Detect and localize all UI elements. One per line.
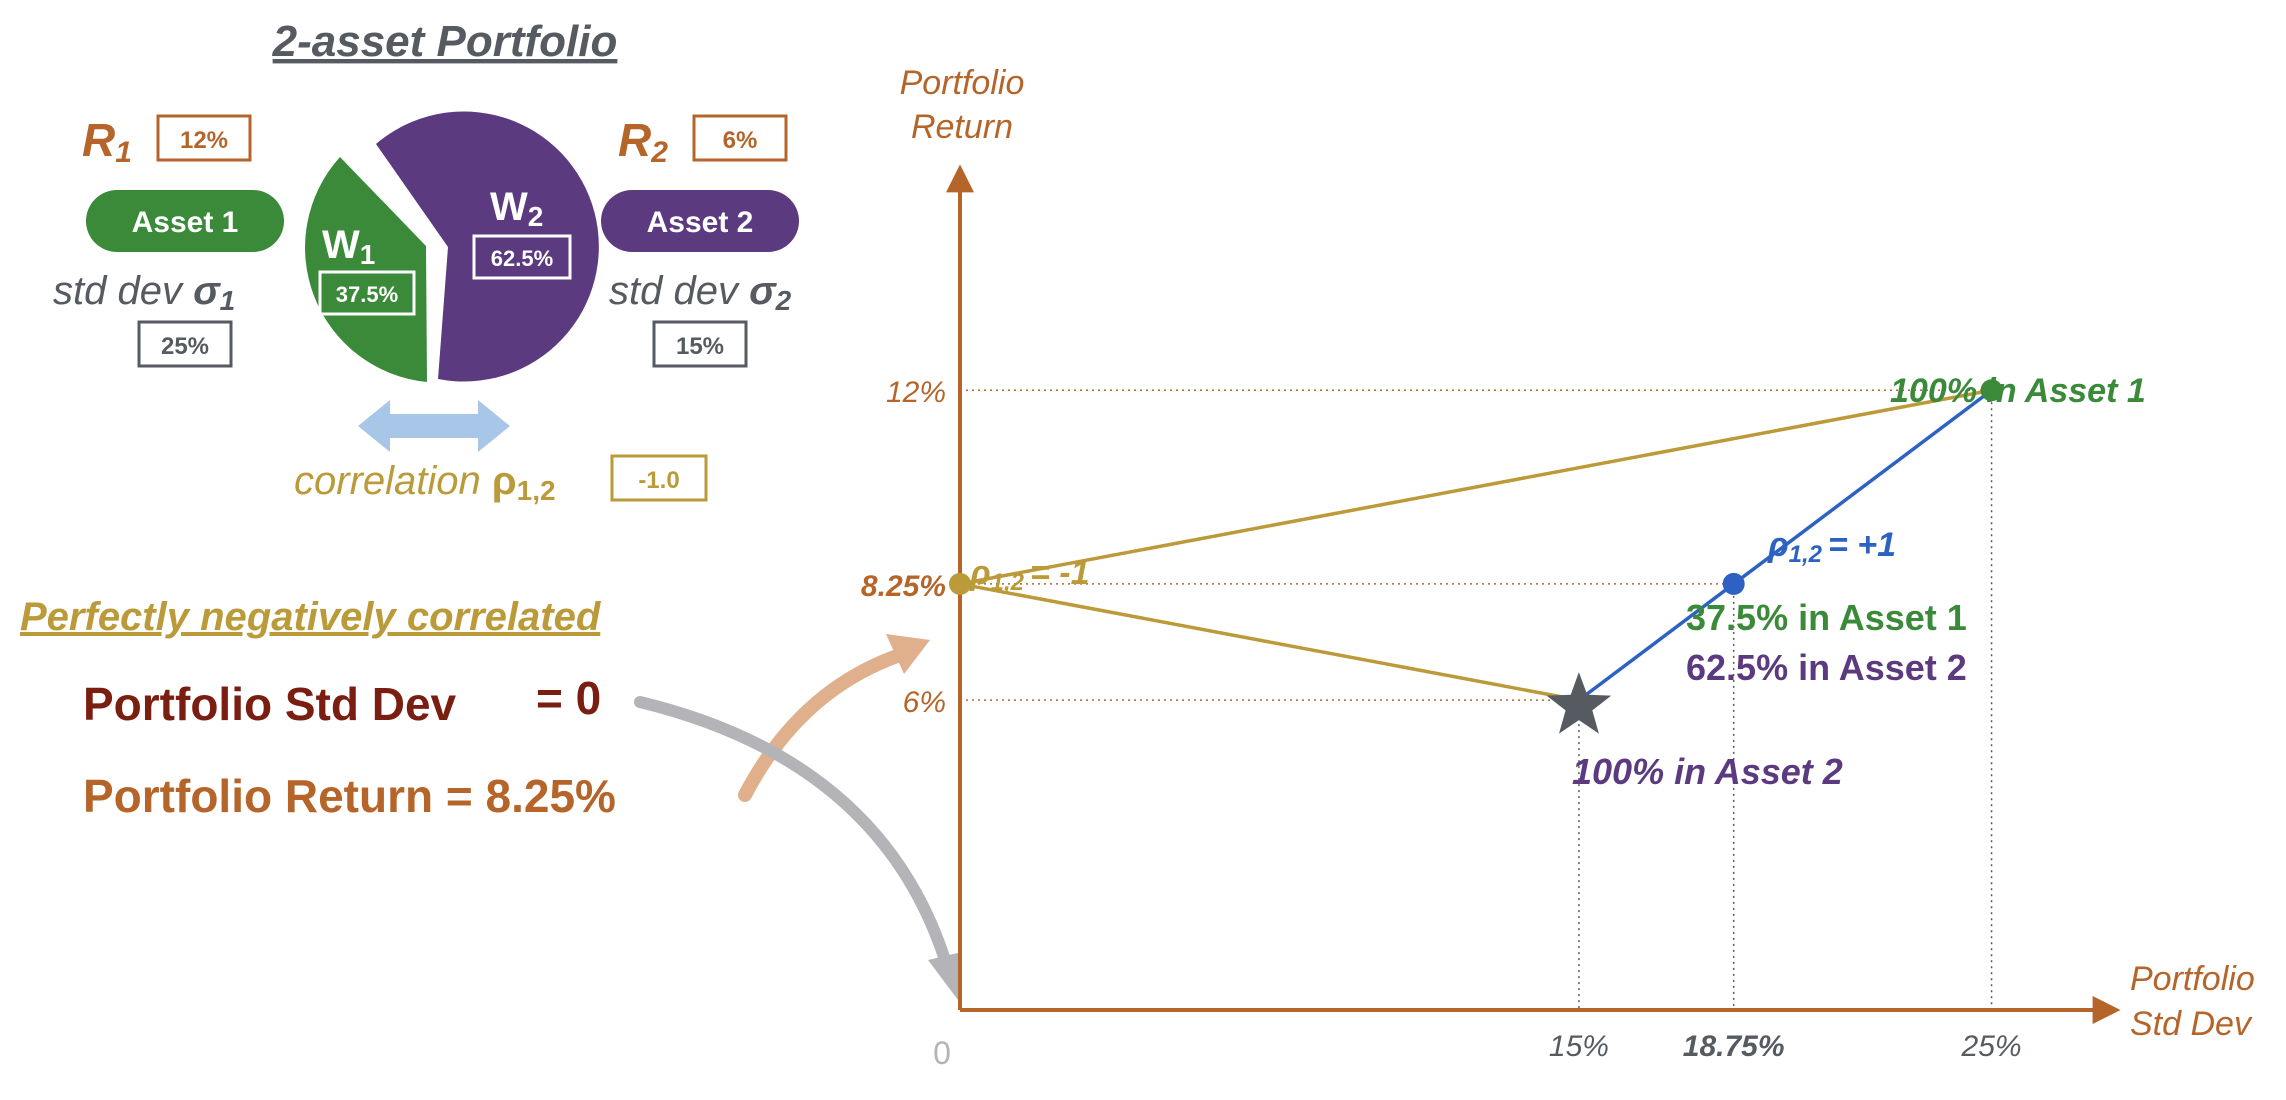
- asset-2-return-label: R: [618, 114, 651, 166]
- x-tick-label-2: 25%: [1961, 1030, 2022, 1063]
- asset-1-return-label: R: [82, 114, 115, 166]
- chart: Portfolio Return Portfolio Std Dev 0 12%…: [861, 64, 2255, 1071]
- correlation-box: [610, 454, 708, 502]
- double-arrow-icon: [358, 400, 510, 452]
- pie-slice-w1: [305, 157, 427, 382]
- asset-1-std: std dev σ1 25%: [53, 269, 235, 368]
- asset-1-std-box: [137, 320, 233, 368]
- svg-text:std dev σ1: std dev σ1: [53, 269, 235, 316]
- y-tick-label-1: 8.25%: [861, 570, 946, 603]
- asset-1-std-sub: 1: [220, 285, 236, 316]
- asset-1-pill: Asset 1: [86, 190, 284, 252]
- asset-1-return-box: [156, 114, 252, 162]
- series-label-pos-symbol: ρ: [1767, 526, 1789, 564]
- y-tick-label-2: 6%: [903, 686, 946, 719]
- pie-slice-w2: [376, 111, 599, 382]
- correlation-value: -1.0: [638, 467, 679, 494]
- w1-box: [318, 270, 416, 316]
- series-label-neg: ρ1,2= -1: [969, 554, 1090, 596]
- series-label-neg-symbol: ρ: [969, 554, 991, 592]
- portfolio-return-label: Portfolio Return = 8.25%: [83, 770, 616, 822]
- w2-sub: 2: [528, 201, 544, 232]
- origin-label: 0: [933, 1035, 951, 1071]
- annotation-asset2: 100% in Asset 2: [1572, 751, 1843, 792]
- portfolio-std-label: Portfolio Std Dev: [83, 678, 457, 730]
- y-tick-label-0: 12%: [886, 376, 946, 409]
- summary-heading: Perfectly negatively correlated: [20, 595, 602, 639]
- x-axis-title-line2: Std Dev: [2130, 1005, 2253, 1043]
- asset-2-return-value: 6%: [723, 127, 758, 154]
- asset-2-return-sub: 2: [650, 136, 668, 169]
- svg-text:R1: R1: [82, 114, 132, 169]
- y-axis-title-line2: Return: [911, 108, 1013, 146]
- series-label-neg-text: = -1: [1030, 554, 1090, 592]
- w2-box: [472, 234, 572, 280]
- asset-2-return-box: [692, 114, 788, 162]
- x-tick-label-1: 18.75%: [1683, 1030, 1785, 1063]
- series-label-pos-sub: 1,2: [1789, 541, 1823, 568]
- asset-2-return: R2 6%: [618, 114, 788, 169]
- x-tick-label-0: 15%: [1549, 1030, 1609, 1063]
- series-label-neg-sub: 1,2: [991, 569, 1025, 596]
- curved-arrow-to-origin-head: [928, 952, 962, 1000]
- annotation-mix-line2: 62.5% in Asset 2: [1686, 647, 1967, 688]
- correlation-label: correlation: [294, 459, 481, 503]
- asset-1-return-sub: 1: [115, 136, 132, 169]
- svg-text:std dev σ2: std dev σ2: [609, 269, 792, 316]
- star-icon: [1546, 672, 1612, 734]
- asset-1-std-label: std dev: [53, 269, 184, 313]
- asset-2-std-box: [652, 320, 748, 368]
- asset-1-return-value: 12%: [180, 127, 228, 154]
- svg-text:correlation ρ1,2: correlation ρ1,2: [294, 459, 556, 506]
- svg-text:R2: R2: [618, 114, 668, 169]
- asset-2-name: Asset 2: [647, 206, 754, 239]
- annotation-mix-line1: 37.5% in Asset 1: [1686, 597, 1967, 638]
- correlation-symbol: ρ: [492, 459, 517, 503]
- y-axis-title-line1: Portfolio: [900, 64, 1025, 102]
- guide-lines: [960, 389, 1993, 1010]
- asset-2-std: std dev σ2 15%: [609, 269, 792, 368]
- data-point-0: [1980, 379, 2003, 402]
- asset-2-std-sub: 2: [775, 285, 792, 316]
- curved-arrow-to-return: [738, 648, 907, 802]
- asset-1-name: Asset 1: [132, 206, 239, 239]
- asset-2-pill: Asset 2: [601, 190, 799, 252]
- correlation-input: correlation ρ1,2 -1.0: [294, 454, 708, 506]
- series-label-pos: ρ1,2= +1: [1767, 526, 1896, 568]
- asset-1-return: R1 12%: [82, 114, 252, 169]
- data-point-1: [1722, 572, 1745, 595]
- data-points: [949, 379, 2003, 734]
- weight-pie: W1 37.5% W2 62.5%: [305, 111, 599, 382]
- w1-value: 37.5%: [336, 282, 398, 307]
- curved-arrow-to-return-head: [886, 634, 930, 674]
- w2-label: W: [490, 185, 528, 229]
- w1-sub: 1: [360, 239, 376, 270]
- annotation-asset1: 100% in Asset 1: [1890, 372, 2146, 410]
- x-axis-title-line1: Portfolio: [2130, 960, 2255, 998]
- tick-labels: 12% 8.25% 6% 15% 18.75% 25%: [861, 376, 2022, 1063]
- asset-1-std-value: 25%: [161, 333, 209, 360]
- curved-arrow-to-origin: [634, 696, 951, 966]
- series-label-pos-text: = +1: [1828, 526, 1896, 564]
- w2-value: 62.5%: [491, 246, 553, 271]
- svg-text:W2: W2: [490, 185, 543, 232]
- page-title: 2-asset Portfolio: [272, 17, 618, 66]
- portfolio-std-value: = 0: [536, 672, 601, 724]
- w1-label: W: [322, 223, 360, 267]
- svg-text:W1: W1: [322, 223, 375, 270]
- asset-2-std-value: 15%: [676, 333, 724, 360]
- asset-1-std-symbol: σ: [193, 269, 221, 313]
- data-point-2: [949, 572, 971, 595]
- asset-2-std-label: std dev: [609, 269, 740, 313]
- correlation-sub: 1,2: [517, 475, 556, 506]
- asset-2-std-symbol: σ: [749, 269, 777, 313]
